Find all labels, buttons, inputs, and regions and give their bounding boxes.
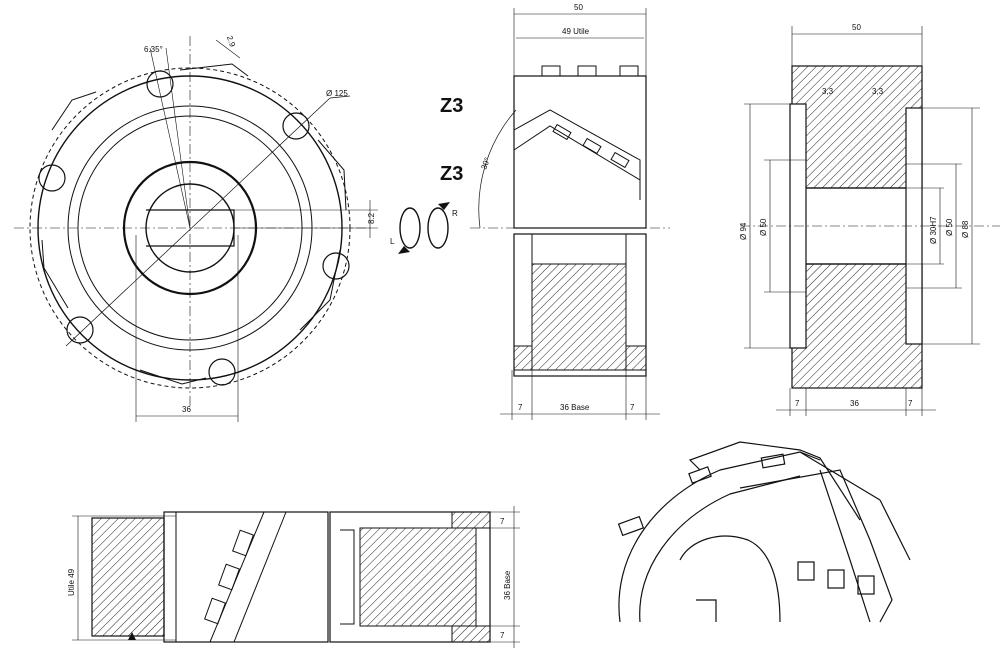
- bottom-top-label: 7: [500, 517, 505, 526]
- side-overall-label: 50: [574, 3, 583, 12]
- bottom-bottom-label: 7: [500, 631, 505, 640]
- side-angle-label: 30°: [479, 156, 492, 170]
- section-view: 50 3,3 3,3 Ø 94 Ø 50 Ø 30H7 Ø 50 Ø 88 7 …: [739, 23, 1000, 416]
- section-d88-label: Ø 88: [961, 220, 970, 238]
- bottom-useful-label: Utile 49: [67, 568, 76, 596]
- section-overall-label: 50: [852, 23, 861, 32]
- side-useful-label: 49 Utile: [562, 27, 590, 36]
- section-chamfer-left-label: 3,3: [822, 87, 834, 96]
- rotation-right-label: R: [452, 209, 458, 218]
- bottom-view: Utile 49 7 36 Base 7: [67, 506, 520, 648]
- rotation-left-icon: [399, 207, 421, 249]
- side-view: 50 49 Utile Z3 Z3 30° 7 36 Base 7: [440, 3, 670, 420]
- section-chamfer-right-label: 3,3: [872, 87, 884, 96]
- section-bore-label: Ø 30H7: [929, 216, 938, 244]
- side-right-label: 7: [630, 403, 635, 412]
- section-d94-label: Ø 94: [739, 222, 748, 240]
- side-base-label: 36 Base: [560, 403, 590, 412]
- front-view: 6.35° 2.9 Ø 125 36 8.2: [14, 35, 378, 422]
- side-teeth-bottom-label: Z3: [440, 163, 463, 185]
- section-d50-left-label: Ø 50: [759, 218, 768, 236]
- bottom-base-label: 36 Base: [503, 570, 512, 600]
- side-teeth-top-label: Z3: [440, 95, 463, 117]
- gullet-notches: [38, 70, 350, 386]
- section-right-label: 7: [908, 399, 913, 408]
- section-middle-label: 36: [850, 399, 859, 408]
- front-keyway-label: 8.2: [367, 212, 376, 224]
- section-d50-right-label: Ø 50: [945, 218, 954, 236]
- front-width-label: 36: [182, 405, 191, 414]
- isometric-view: [617, 441, 911, 623]
- section-left-label: 7: [795, 399, 800, 408]
- teeth: [41, 63, 347, 385]
- rotation-left-label: L: [390, 237, 395, 246]
- rotation-symbol: L R: [390, 202, 458, 254]
- rotation-right-icon: [427, 207, 449, 249]
- front-diameter-label: Ø 125: [326, 89, 348, 98]
- front-angle-label: 6.35°: [144, 45, 163, 54]
- side-left-label: 7: [518, 403, 523, 412]
- front-gap-label: 2.9: [225, 35, 237, 49]
